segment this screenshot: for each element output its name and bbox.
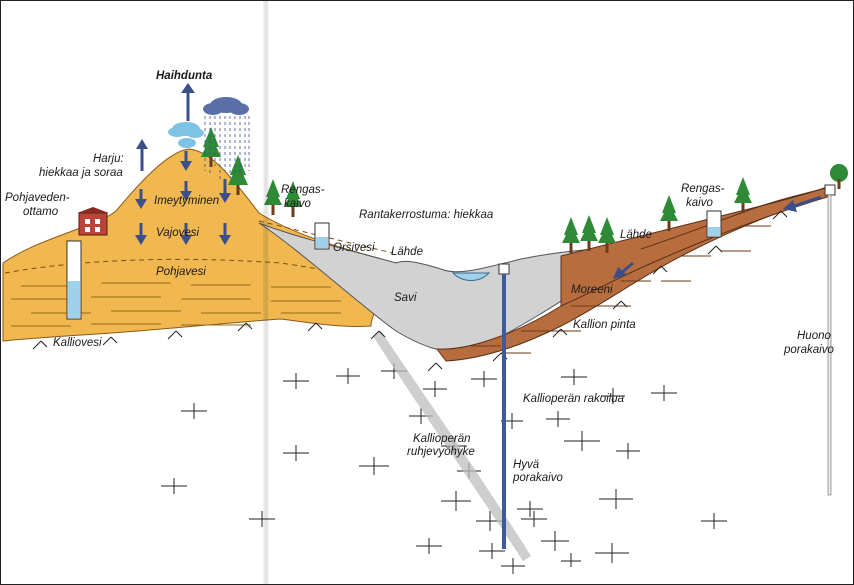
label-bedrock-fracturing: Kallioperän rakoilua [523,393,624,405]
ring-well-right [706,210,722,238]
lake [451,272,491,281]
label-shore-deposit: Rantakerrostuma: hiekkaa [359,209,493,221]
label-spring-right: Lähde [620,229,652,241]
label-intake-line2: ottamo [23,206,59,218]
label-ring-well-left-line1: Rengas- [281,184,325,196]
label-spring-center: Lähde [391,246,423,258]
label-good-well-line2: porakaivo [512,472,563,484]
label-bedrock-water: Kalliovesi [53,337,102,349]
page-fold [263,1,269,584]
label-perched-water: Orsivesi [333,242,375,254]
moraine-upper [560,186,828,307]
label-fault-zone-line2: ruhjevyöhyke [407,446,475,458]
good-drilled-well [498,263,510,549]
label-bad-well-line1: Huono [797,330,831,342]
slope-flow-arrow-2 [620,261,634,275]
label-fault-zone-line1: Kallioperän [413,433,471,445]
label-clay: Savi [394,292,417,304]
label-intake-line1: Pohjaveden- [5,192,70,204]
groundwater-intake-well [66,240,82,320]
rain-streaks [204,116,250,181]
label-infiltration: Imeytyminen [154,195,219,207]
label-groundwater: Pohjavesi [156,266,206,278]
trees [201,127,848,253]
pumping-station-house [77,207,109,236]
ring-well-left [314,222,330,250]
label-ridge-line2: hiekkaa ja soraa [39,167,123,179]
fault-zone [373,331,531,561]
bad-drilled-well [824,184,836,496]
ground-surface-right [640,186,832,250]
label-good-well-line1: Hyvä [513,459,540,471]
label-ring-well-left-line2: kaivo [284,198,311,210]
slope-flow-arrow-1 [790,195,822,209]
label-bad-well-line2: porakaivo [783,344,834,356]
bedrock-surface-ticks [32,210,788,372]
label-ring-well-right-line2: kaivo [686,197,713,209]
rain-cloud [203,97,249,115]
label-bedrock-surface: Kallion pinta [573,319,636,331]
label-moraine: Moreeni [571,284,613,296]
bedrock-crosses [161,363,727,574]
label-ridge-line1: Harju: [93,153,124,165]
groundwater-hatching [11,282,341,327]
label-evaporation: Haihdunta [156,70,213,82]
label-vadose-water: Vajovesi [156,227,199,239]
label-ring-well-right-line1: Rengas- [681,183,725,195]
small-cloud [168,122,204,148]
flow-arrows [135,83,822,279]
